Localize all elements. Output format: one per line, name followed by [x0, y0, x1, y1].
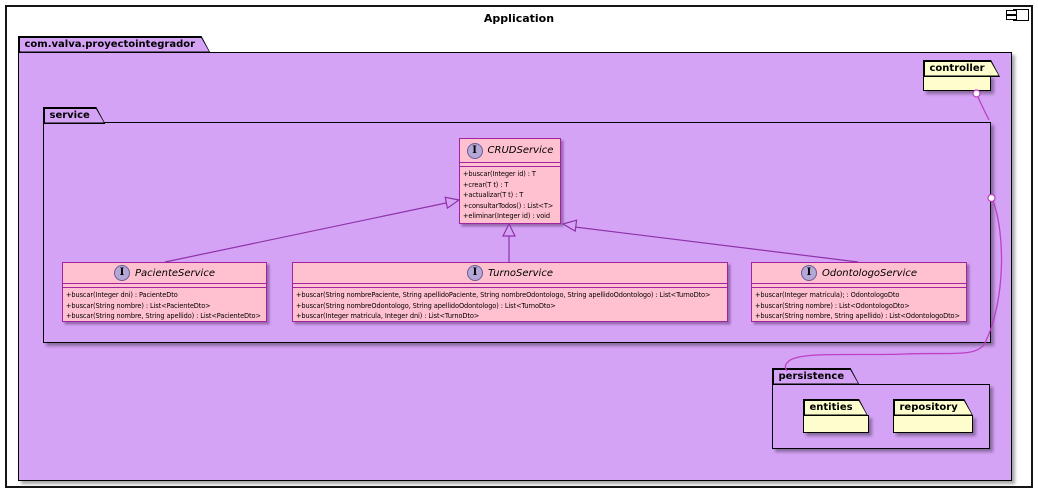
interface-name: CRUDService — [487, 145, 554, 156]
package-label-service: service — [45, 109, 104, 123]
method-item: +buscar(String nombre) : List<PacienteDt… — [66, 301, 211, 310]
package-label-repository: repository — [895, 401, 972, 415]
method-item: +buscar(String nombrePaciente, String ap… — [296, 291, 711, 299]
methods-compartment: +buscar(Integer dni) : PacienteDto +busc… — [63, 288, 266, 324]
package-tab-persistence: persistence — [772, 368, 860, 385]
interface-turnoservice: I TurnoService +buscar(String nombrePaci… — [292, 262, 728, 322]
interface-icon: I — [467, 265, 484, 281]
method-item: +actualizar(T t) : T — [463, 191, 524, 200]
interface-odontologoservice-title: I OdontologoService — [752, 263, 966, 283]
package-label-entities: entities — [805, 401, 867, 415]
package-label-persistence: persistence — [774, 370, 859, 384]
method-item: +buscar(Integer dni) : PacienteDto — [66, 291, 178, 299]
interface-crudservice-title: I CRUDService — [460, 139, 560, 162]
method-item: +buscar(String nombre, String apellido) … — [755, 312, 960, 321]
fields-compartment — [460, 162, 560, 167]
package-body-controller — [923, 75, 991, 91]
package-tab-controller: controller — [923, 60, 1000, 77]
interface-icon: I — [800, 265, 817, 281]
package-label-root: com.valva.proyectointegrador — [20, 38, 210, 52]
interface-icon: I — [114, 265, 131, 281]
methods-compartment: +buscar(Integer matricula); : Odontologo… — [752, 288, 966, 324]
fields-compartment — [293, 283, 727, 288]
interface-icon: I — [466, 142, 483, 159]
diagram-title: Application — [483, 12, 555, 25]
method-item: +consultarTodos() : List<T> — [463, 201, 554, 210]
methods-compartment: +buscar(Integer id) : T +crear(T t) : T … — [460, 167, 560, 224]
package-tab-service: service — [43, 107, 105, 124]
method-item: +eliminar(Integer id) : void — [463, 212, 550, 221]
interface-pacienteservice: I PacienteService +buscar(Integer dni) :… — [62, 262, 267, 322]
interface-name: PacienteService — [135, 267, 215, 279]
method-item: +buscar(String nombre) : List<Odontologo… — [755, 301, 910, 310]
method-item: +buscar(Integer matricula, Integer dni) … — [296, 312, 480, 321]
interface-turnoservice-title: I TurnoService — [293, 263, 727, 283]
interface-name: OdontologoService — [821, 267, 918, 279]
package-label-controller: controller — [925, 62, 999, 76]
method-item: +buscar(String nombre, String apellido) … — [66, 312, 261, 321]
method-item: +buscar(String nombreOdontologo, String … — [296, 301, 556, 310]
method-item: +buscar(Integer id) : T — [463, 170, 536, 178]
package-body-entities — [803, 415, 869, 433]
package-tab-root: com.valva.proyectointegrador — [18, 36, 211, 53]
fields-compartment — [63, 283, 266, 288]
interface-odontologoservice: I OdontologoService +buscar(Integer matr… — [751, 262, 967, 322]
method-item: +buscar(Integer matricula); : Odontologo… — [755, 291, 900, 299]
package-tab-repository: repository — [893, 399, 973, 416]
interface-name: TurnoService — [488, 267, 553, 279]
method-item: +crear(T t) : T — [463, 180, 509, 189]
package-body-repository — [893, 415, 973, 433]
interface-crudservice: I CRUDService +buscar(Integer id) : T +c… — [459, 138, 561, 224]
component-icon — [1006, 9, 1030, 23]
package-tab-entities: entities — [803, 399, 868, 416]
methods-compartment: +buscar(String nombrePaciente, String ap… — [293, 288, 727, 324]
interface-pacienteservice-title: I PacienteService — [63, 263, 266, 283]
